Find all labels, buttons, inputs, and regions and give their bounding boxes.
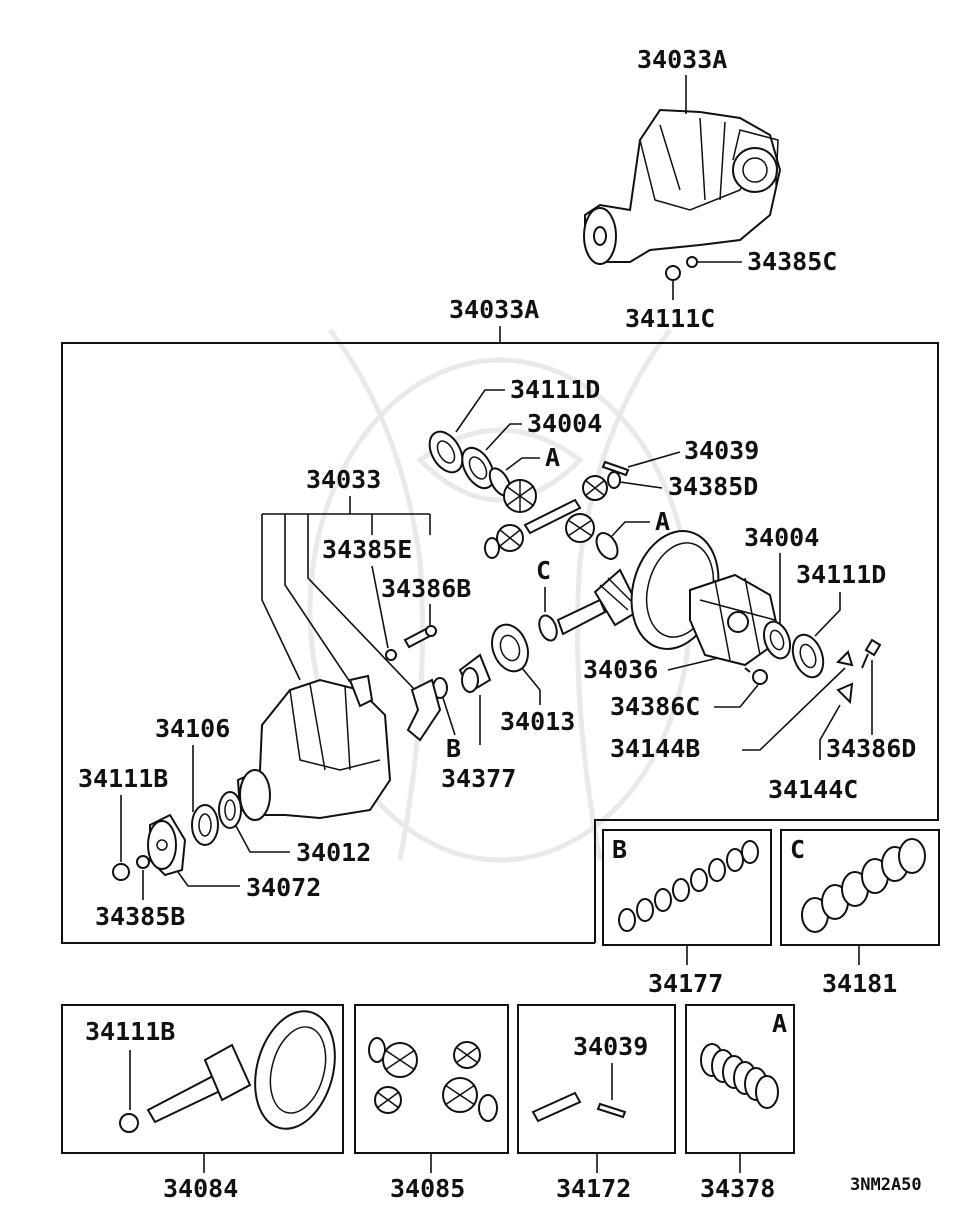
shim-stack-a (700, 1043, 779, 1109)
main-box-title: 34033A (449, 295, 539, 324)
washer-34385D[interactable] (607, 471, 621, 489)
top-carrier-assembly[interactable] (583, 108, 782, 265)
label-34004-right: 34004 (744, 523, 819, 552)
shaft-and-pin (531, 1091, 627, 1123)
kit-a-part: 34378 (700, 1174, 775, 1203)
oil-seal-34012[interactable] (218, 791, 242, 829)
label-34377: 34377 (441, 764, 516, 793)
top-nut[interactable] (665, 265, 681, 300)
diagram-code: 3NM2A50 (850, 1175, 922, 1195)
kit-c-ref: C (790, 835, 805, 864)
bearing-race-top[interactable] (456, 442, 501, 493)
label-34385D: 34385D (668, 472, 758, 501)
differential-case[interactable] (689, 573, 782, 667)
kit-box-c[interactable]: C 34181 (780, 829, 940, 998)
label-34386C: 34386C (610, 692, 700, 721)
kit-box-34172[interactable]: 34039 34172 (517, 1004, 676, 1203)
label-34004-top: 34004 (527, 409, 602, 438)
pinion-mate-shaft[interactable] (523, 498, 582, 535)
bearing-34013[interactable] (486, 620, 534, 677)
bolt-34386D[interactable] (861, 638, 882, 669)
label-34039: 34039 (684, 436, 759, 465)
label-34111D-top: 34111D (510, 375, 600, 404)
top-nut-label: 34111C (625, 304, 715, 333)
kit-b-ref: B (612, 835, 627, 864)
differential-gears (368, 1037, 498, 1122)
top-washer[interactable] (686, 256, 742, 268)
drive-pinion[interactable] (556, 568, 642, 636)
kit-box-a[interactable]: A 34378 (685, 1004, 795, 1203)
kit-a-ref: A (772, 1009, 787, 1038)
label-34144B: 34144B (610, 734, 700, 763)
label-34385E: 34385E (322, 535, 412, 564)
nut-in-kit-34084 (119, 1113, 139, 1133)
label-B: B (446, 734, 461, 763)
label-34386B: 34386B (381, 574, 471, 603)
label-34144C: 34144C (768, 775, 858, 804)
pinion-mate-gear-a[interactable] (496, 524, 524, 552)
label-C: C (536, 556, 551, 585)
label-34013: 34013 (500, 707, 575, 736)
label-34111D-right: 34111D (796, 560, 886, 589)
kit-34172-part: 34172 (556, 1174, 631, 1203)
pinion-mate-gear-b[interactable] (565, 513, 595, 543)
pinion-and-ring-gear (146, 1010, 336, 1130)
label-A-mid: A (655, 507, 670, 536)
washer-34385E[interactable] (385, 649, 397, 661)
companion-flange-34072[interactable] (147, 813, 187, 877)
collapsible-spacer[interactable] (458, 653, 492, 694)
washer-34385B[interactable] (136, 855, 150, 869)
main-box-frame (61, 342, 939, 944)
kit-box-34084[interactable]: 34111B 34084 (61, 1002, 347, 1203)
label-34106: 34106 (155, 714, 230, 743)
shim-a-mid[interactable] (592, 529, 622, 562)
label-34012: 34012 (296, 838, 371, 867)
carrier-housing[interactable] (236, 674, 442, 821)
label-34111B: 34111B (78, 764, 168, 793)
kit-box-34085[interactable]: 34085 (354, 1004, 509, 1203)
kit-box-b[interactable]: B 34177 (602, 829, 772, 998)
top-bolt-label: 34385C (747, 247, 837, 276)
label-34385B: 34385B (95, 902, 185, 931)
label-A-top: A (545, 443, 560, 472)
top-assembly-label: 34033A (637, 45, 727, 74)
side-gear-top[interactable] (503, 479, 537, 513)
shim-stack-b (618, 840, 759, 932)
pin-34039[interactable] (601, 460, 630, 477)
bolt-34386B[interactable] (403, 625, 437, 649)
kit-34084-part: 34084 (163, 1174, 238, 1203)
label-34036: 34036 (583, 655, 658, 684)
shim-stack-c (801, 838, 926, 933)
kit-34084-inner-label: 34111B (85, 1017, 175, 1046)
kit-34172-inner-label: 34039 (573, 1032, 648, 1061)
bearing-34106[interactable] (191, 804, 219, 846)
kit-b-part: 34177 (648, 969, 723, 998)
side-bearing-right[interactable] (787, 631, 828, 682)
plug-34144C[interactable] (836, 682, 854, 705)
label-34386D: 34386D (826, 734, 916, 763)
pinion-bearing-small[interactable] (536, 613, 560, 643)
side-gear-right[interactable] (582, 475, 608, 501)
bolt-34386C[interactable] (744, 667, 768, 685)
nut-34111B[interactable] (112, 863, 130, 881)
bearing-race-right[interactable] (759, 618, 795, 662)
kit-c-part: 34181 (822, 969, 897, 998)
label-34033: 34033 (306, 465, 381, 494)
side-bearing-top[interactable] (423, 426, 469, 478)
label-34072: 34072 (246, 873, 321, 902)
plug-34144B[interactable] (835, 650, 854, 667)
thrust-washer-left[interactable] (484, 537, 500, 559)
kit-34085-part: 34085 (390, 1174, 465, 1203)
